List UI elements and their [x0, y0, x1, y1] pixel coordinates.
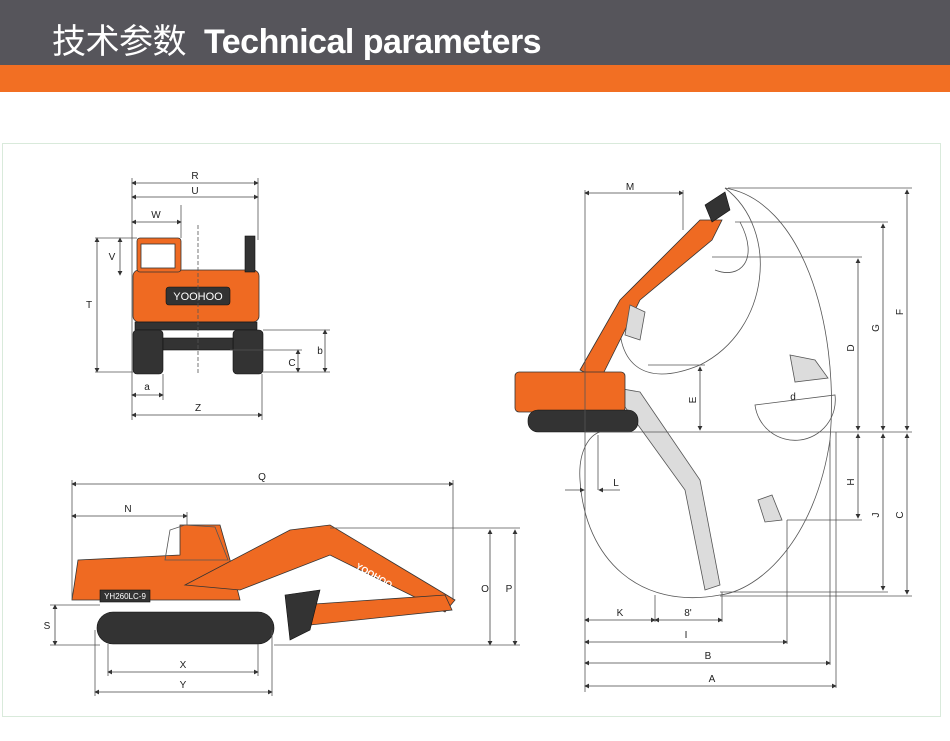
dim-label-A: A [709, 674, 716, 685]
raised-boom [579, 219, 723, 381]
header-accent-band [0, 65, 950, 92]
left-track [132, 329, 164, 375]
range-body [514, 371, 626, 413]
side-bucket [284, 589, 321, 641]
title-cn: 技术参数 [52, 22, 187, 62]
dim-label-B: B [705, 651, 712, 662]
dim-label-angle: 8' [684, 608, 692, 619]
front-undercarriage [134, 321, 258, 331]
dim-label-S: S [44, 621, 51, 632]
dim-label-a: a [144, 382, 150, 393]
right-track [232, 329, 264, 375]
dim-label-I: I [685, 630, 688, 641]
dim-label-Q: Q [258, 472, 266, 483]
dim-label-b: b [317, 346, 323, 357]
front-rail [244, 235, 256, 273]
side-track [96, 611, 275, 645]
dim-label-R: R [191, 171, 198, 182]
side-arm [299, 594, 453, 626]
dim-label-P: P [506, 584, 513, 595]
dim-label-N: N [124, 504, 131, 515]
dim-label-T: T [86, 300, 92, 311]
dim-label-M: M [626, 182, 634, 193]
dim-label-Z: Z [195, 403, 201, 414]
bucket-swing-arc [714, 221, 749, 273]
page-title: 技术参数 Technical parameters [52, 14, 542, 63]
side-cab [164, 524, 229, 561]
working-range-view: M F G D E d H J C L K 8' I B [514, 182, 912, 692]
dim-label-D: D [846, 344, 857, 351]
bucket-position [624, 304, 646, 341]
header-bar [0, 0, 950, 65]
reach-envelope [579, 187, 832, 599]
dim-label-C2: C [895, 511, 906, 518]
dim-label-U: U [191, 186, 198, 197]
dim-label-K: K [617, 608, 624, 619]
front-view: YOOHOO R U W V T b C a Z [86, 171, 330, 420]
front-axle [162, 337, 234, 351]
dim-label-X: X [180, 660, 187, 671]
dim-label-Y: Y [180, 680, 187, 691]
dim-label-W: W [151, 210, 161, 221]
side-view: YH260LC-9 YOOHOO Q N O P S X Y [44, 472, 520, 696]
bucket-position [789, 354, 829, 383]
dim-label-E: E [688, 396, 699, 403]
dim-label-C: C [288, 358, 295, 369]
dim-label-G: G [871, 324, 882, 332]
dim-label-O: O [481, 584, 489, 595]
dim-label-F: F [895, 309, 906, 315]
dim-label-H: H [846, 478, 857, 485]
dim-label-d: d [790, 392, 796, 403]
model-plate-text: YH260LC-9 [104, 592, 146, 601]
side-body [71, 524, 241, 601]
front-cab-window [140, 243, 176, 269]
model-plate [99, 589, 151, 603]
title-en: Technical parameters [204, 23, 542, 61]
range-track [527, 409, 639, 433]
dim-label-L: L [613, 478, 619, 489]
bucket-position [757, 494, 783, 523]
inner-reach-arc [618, 187, 761, 375]
dim-label-V: V [109, 252, 116, 263]
bucket-angle-arc [754, 394, 836, 441]
dim-label-J: J [871, 513, 882, 518]
raised-bucket [704, 191, 731, 223]
